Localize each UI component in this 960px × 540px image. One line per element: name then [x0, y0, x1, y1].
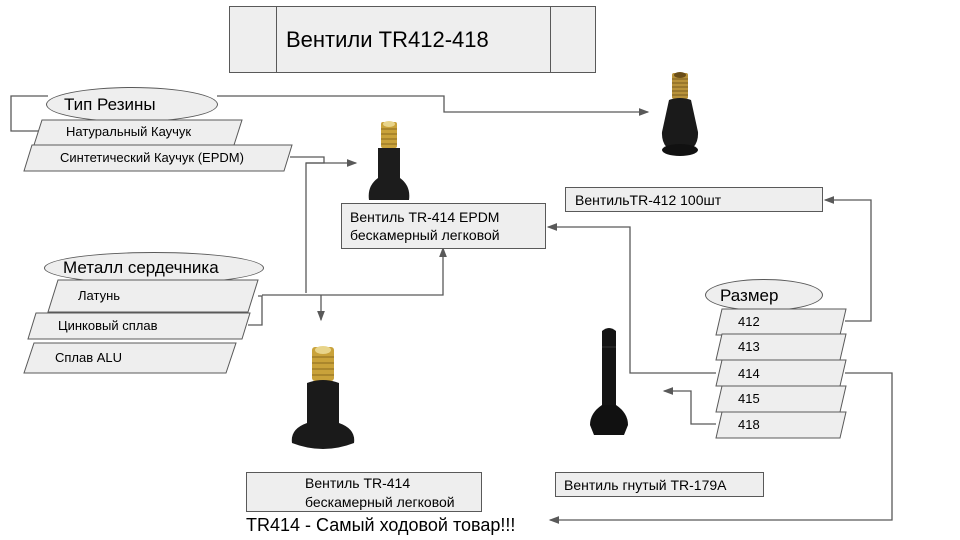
- size-option-label: 412: [738, 314, 760, 329]
- product-tr414-epdm-label[interactable]: Вентиль TR-414 EPDM бескамерный легковой: [341, 203, 546, 249]
- product-label: ВентильTR-412 100шт: [575, 192, 722, 208]
- title-box: Вентили TR412-418: [229, 6, 596, 73]
- title-divider-left: [276, 7, 277, 72]
- connector-414-left: [546, 223, 716, 374]
- connector-metal-bracket: [248, 295, 263, 326]
- metal-option-zinc[interactable]: Цинковый сплав: [27, 312, 251, 340]
- size-label: Размер: [720, 286, 779, 305]
- product-tr414-label[interactable]: Вентиль TR-414 бескамерный легковой: [246, 472, 482, 512]
- connector-metal-main: [262, 246, 447, 296]
- connector-epdm: [290, 156, 325, 293]
- valve-tr179a-image[interactable]: [586, 325, 632, 440]
- connector-412: [823, 196, 872, 322]
- connector-418: [662, 387, 716, 425]
- valve-tr412-image[interactable]: [652, 70, 708, 160]
- rubber-type-header: Тип Резины: [46, 87, 218, 122]
- connector-414-right: [548, 372, 893, 524]
- metal-option-brass[interactable]: Латунь: [47, 279, 259, 313]
- size-option-label: 415: [738, 391, 760, 406]
- product-line2: бескамерный легковой: [350, 227, 500, 243]
- product-label: Вентиль гнутый TR-179A: [564, 477, 727, 493]
- connector-rubber-to-tr412: [10, 95, 48, 132]
- footer-note: TR414 - Самый ходовой товар!!!: [246, 515, 516, 535]
- valve-tall-brass-icon: [368, 121, 410, 200]
- metal-option-alu[interactable]: Сплав ALU: [23, 342, 237, 374]
- size-option-418[interactable]: 418: [715, 411, 847, 439]
- product-line2: бескамерный легковой: [305, 494, 455, 510]
- valve-tr414-epdm-image[interactable]: [365, 120, 415, 205]
- size-option-414[interactable]: 414: [715, 359, 847, 387]
- size-option-label: 418: [738, 417, 760, 432]
- valve-tr414-image[interactable]: [286, 343, 362, 453]
- rubber-option-label: Натуральный Каучук: [66, 124, 192, 139]
- rubber-option-epdm[interactable]: Синтетический Каучук (EPDM): [23, 144, 293, 172]
- product-tr179a-label[interactable]: Вентиль гнутый TR-179A: [555, 472, 764, 497]
- size-option-415[interactable]: 415: [715, 385, 847, 413]
- size-option-label: 413: [738, 339, 760, 354]
- product-line1: Вентиль TR-414 EPDM: [350, 209, 500, 225]
- valve-short-brass-icon: [661, 72, 699, 156]
- size-option-label: 414: [738, 366, 760, 381]
- product-tr412-label[interactable]: ВентильTR-412 100шт: [565, 187, 823, 212]
- rubber-option-label: Синтетический Каучук (EPDM): [60, 150, 244, 165]
- product-line1: Вентиль TR-414: [305, 475, 411, 491]
- metal-option-label: Латунь: [78, 288, 121, 303]
- size-option-412[interactable]: 412: [715, 308, 847, 336]
- rubber-type-label: Тип Резины: [64, 95, 156, 114]
- valve-tall-brass-icon: [291, 346, 355, 449]
- rubber-option-natural[interactable]: Натуральный Каучук: [33, 119, 243, 146]
- connector-rubber-top: [217, 95, 650, 116]
- page-title: Вентили TR412-418: [286, 27, 489, 52]
- title-divider-right: [550, 7, 551, 72]
- size-option-413[interactable]: 413: [715, 333, 847, 361]
- valve-rubber-snap-in-icon: [590, 328, 628, 435]
- metal-option-label: Цинковый сплав: [58, 318, 158, 333]
- size-header: Размер: [705, 279, 823, 311]
- metal-option-label: Сплав ALU: [55, 350, 123, 365]
- metal-label: Металл сердечника: [63, 258, 219, 277]
